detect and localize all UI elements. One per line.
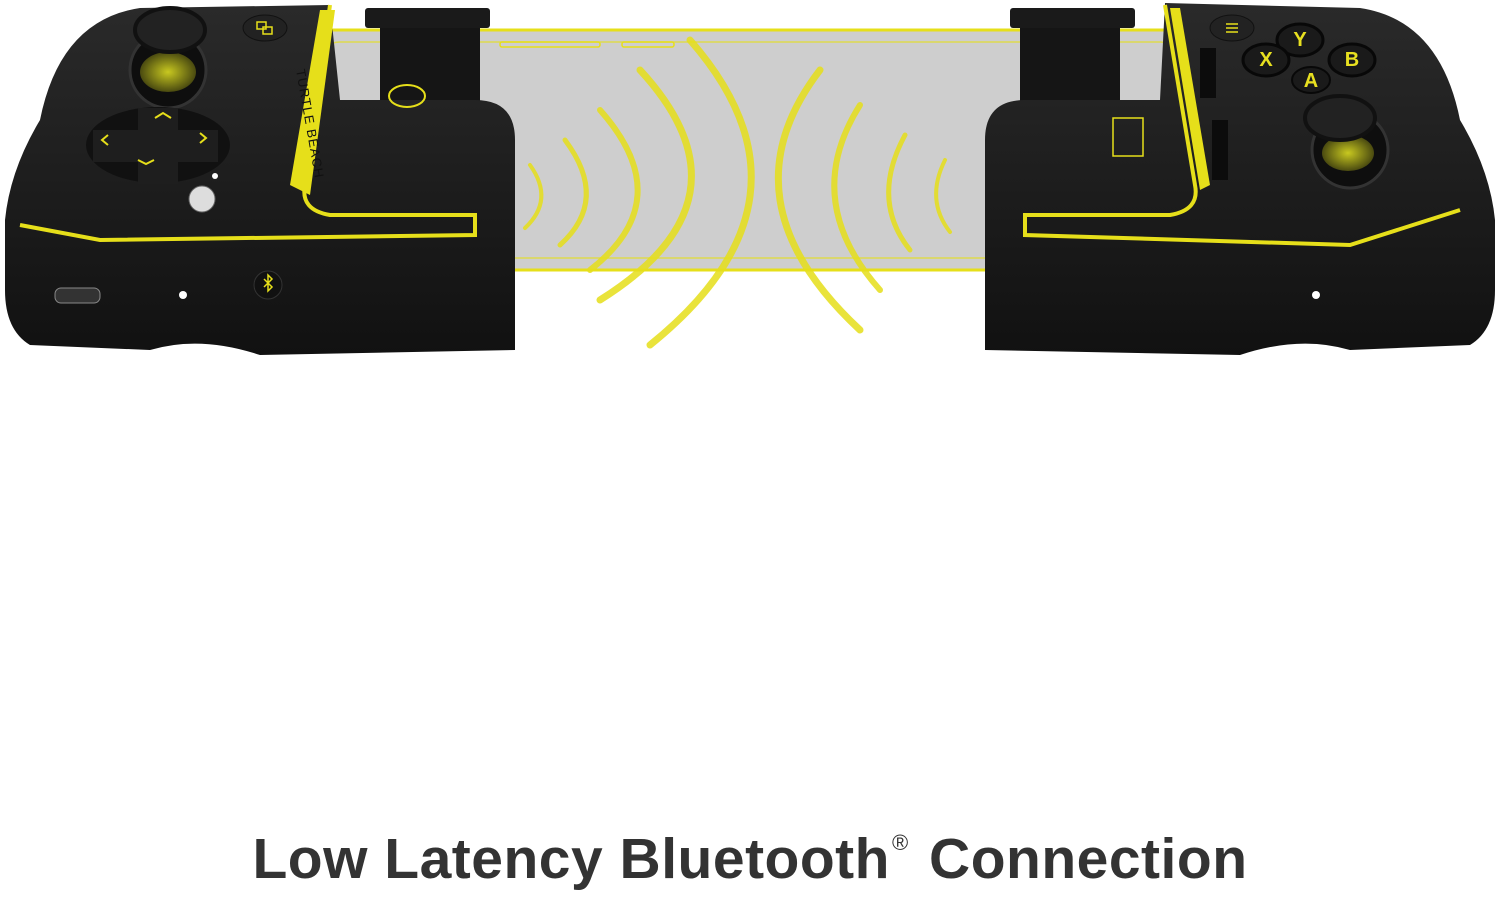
view-button[interactable] bbox=[242, 14, 288, 42]
left-thumbstick[interactable] bbox=[133, 6, 207, 54]
y-button-label: Y bbox=[1293, 29, 1307, 51]
status-led bbox=[179, 291, 187, 299]
x-button-label: X bbox=[1259, 49, 1273, 71]
x-button[interactable] bbox=[1241, 42, 1291, 78]
b-button-label: B bbox=[1345, 49, 1359, 71]
controller-illustration: TURTLE BEACH Y X bbox=[5, 3, 1495, 355]
right-controller: Y X B A bbox=[985, 3, 1495, 355]
right-thumbstick[interactable] bbox=[1303, 94, 1377, 142]
a-button-cap[interactable] bbox=[1291, 66, 1331, 94]
caption-text-end: Connection bbox=[912, 827, 1248, 891]
y-button[interactable] bbox=[1275, 22, 1325, 58]
a-button[interactable]: A bbox=[1304, 70, 1318, 92]
b-button[interactable] bbox=[1327, 42, 1377, 78]
bluetooth-waves-icon bbox=[523, 36, 952, 349]
status-led bbox=[1312, 291, 1320, 299]
face-buttons: Y X B A bbox=[1241, 22, 1377, 94]
usb-c-port bbox=[54, 287, 101, 304]
xbox-guide-button[interactable] bbox=[188, 185, 216, 213]
caption-text-main: Low Latency Bluetooth bbox=[252, 827, 890, 891]
caption-headline: Low Latency Bluetooth® Connection bbox=[0, 826, 1500, 892]
left-controller: TURTLE BEACH bbox=[5, 4, 515, 355]
registered-mark: ® bbox=[891, 830, 909, 855]
